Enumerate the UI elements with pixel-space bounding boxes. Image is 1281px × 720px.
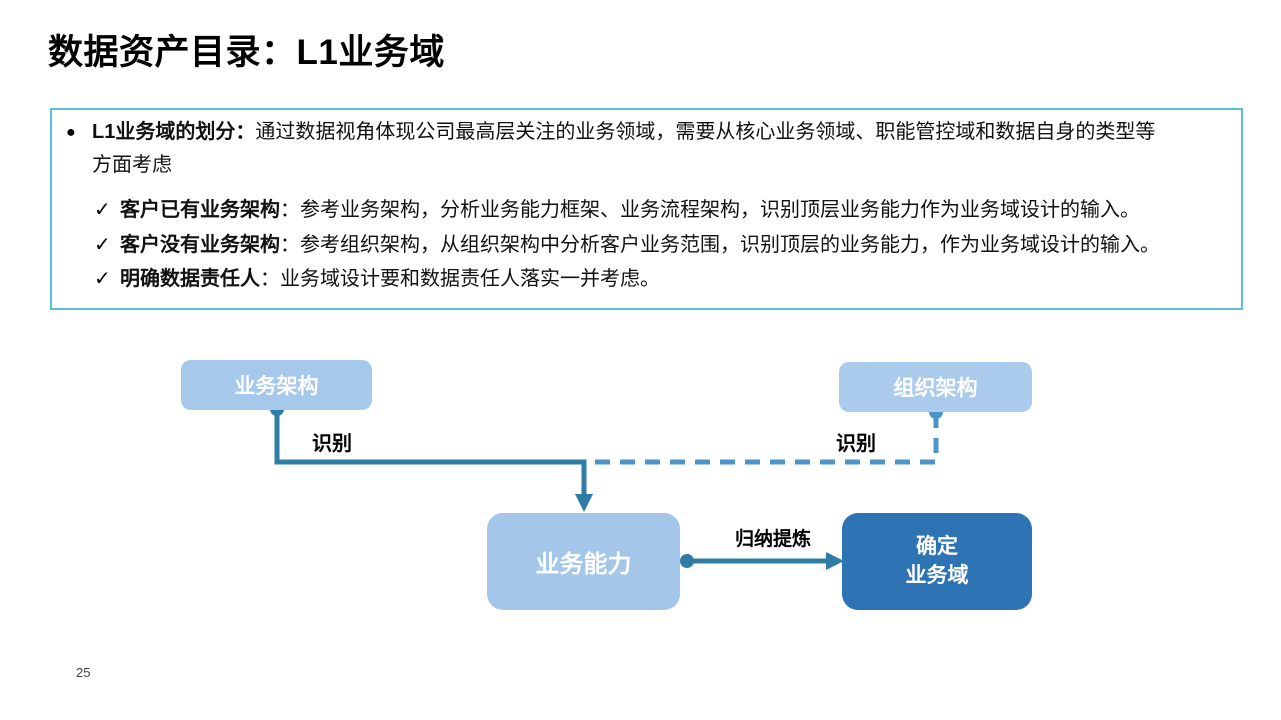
- sub-bullet-label: 明确数据责任人: [120, 268, 260, 290]
- check-icon: ✓: [94, 233, 111, 256]
- edge-label-identify-left: 识别: [312, 433, 352, 455]
- node-label-line-1: 确定: [916, 535, 958, 559]
- check-icon: ✓: [94, 268, 111, 290]
- edge-label-identify-right: 识别: [836, 433, 876, 455]
- sub-bullet-text: 客户已有业务架构：参考业务架构，分析业务能力框架、业务流程架构，识别顶层业务能力…: [120, 193, 1140, 228]
- sub-bullet-body: ：参考业务架构，分析业务能力框架、业务流程架构，识别顶层业务能力作为业务域设计的…: [280, 199, 1140, 221]
- edge-label-refine: 归纳提炼: [735, 529, 812, 550]
- sub-bullet-label: 客户没有业务架构: [120, 233, 280, 256]
- node-label-two-lines: 确定 业务域: [906, 533, 969, 590]
- sub-bullet-list: ✓ 客户已有业务架构：参考业务架构，分析业务能力框架、业务流程架构，识别顶层业务…: [94, 193, 1227, 297]
- sub-bullet-label: 客户已有业务架构: [120, 199, 280, 221]
- page-number: 25: [76, 665, 91, 680]
- sub-bullet-no-architecture: ✓ 客户没有业务架构：参考组织架构，从组织架构中分析客户业务范围，识别顶层的业务…: [94, 228, 1227, 263]
- bullet-main-line-1: L1业务域的划分：通过数据视角体现公司最高层关注的业务领域，需要从核心业务领域、…: [92, 116, 1227, 149]
- sub-bullet-text: 明确数据责任人：业务域设计要和数据责任人落实一并考虑。: [120, 262, 660, 297]
- node-org-architecture: 组织架构: [839, 362, 1032, 412]
- refine-arrow-start-dot: [680, 554, 694, 568]
- bullet-main-body: 通过数据视角体现公司最高层关注的业务领域，需要从核心业务领域、职能管控域和数据自…: [255, 121, 1156, 143]
- node-business-architecture: 业务架构: [181, 360, 372, 410]
- sub-bullet-data-owner: ✓ 明确数据责任人：业务域设计要和数据责任人落实一并考虑。: [94, 262, 1227, 297]
- node-business-capability: 业务能力: [487, 513, 680, 610]
- down-arrowhead-icon: [575, 494, 593, 512]
- node-confirm-business-domain: 确定 业务域: [842, 513, 1032, 610]
- sub-bullet-existing-architecture: ✓ 客户已有业务架构：参考业务架构，分析业务能力框架、业务流程架构，识别顶层业务…: [94, 193, 1227, 228]
- bullet-main-label: L1业务域的划分：: [92, 121, 256, 143]
- check-icon: ✓: [94, 199, 111, 221]
- dashed-elbow-connector: [592, 413, 939, 465]
- page-title: 数据资产目录：L1业务域: [48, 33, 445, 72]
- sub-bullet-body: ：业务域设计要和数据责任人落实一并考虑。: [260, 268, 660, 290]
- bullet-text-main: L1业务域的划分：通过数据视角体现公司最高层关注的业务领域，需要从核心业务领域、…: [92, 116, 1227, 182]
- right-arrowhead-icon: [826, 552, 844, 570]
- bullet-icon: ●: [66, 124, 76, 141]
- sub-bullet-body: ：参考组织架构，从组织架构中分析客户业务范围，识别顶层的业务能力，作为业务域设计…: [280, 233, 1160, 256]
- sub-bullet-text: 客户没有业务架构：参考组织架构，从组织架构中分析客户业务范围，识别顶层的业务能力…: [120, 228, 1160, 263]
- bullet-main-line-2: 方面考虑: [92, 154, 172, 176]
- node-label-line-2: 业务域: [905, 563, 969, 587]
- bullet-item-main: ● L1业务域的划分：通过数据视角体现公司最高层关注的业务领域，需要从核心业务领…: [66, 116, 1227, 182]
- solid-elbow-connector: [274, 410, 587, 496]
- info-box: ● L1业务域的划分：通过数据视角体现公司最高层关注的业务领域，需要从核心业务领…: [50, 108, 1243, 310]
